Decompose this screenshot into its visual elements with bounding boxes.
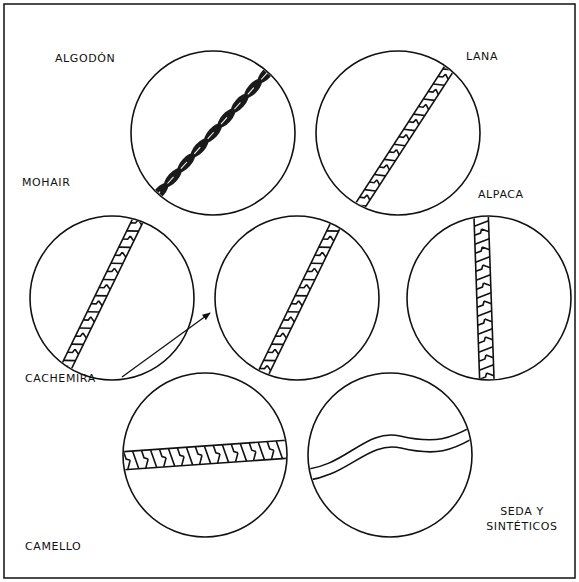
circle-outline bbox=[306, 371, 474, 539]
fiber-circle: LANA bbox=[314, 49, 482, 217]
circle-outline bbox=[215, 216, 379, 380]
cashmere-fiber bbox=[243, 190, 356, 407]
silk-fiber bbox=[300, 422, 480, 481]
outer-frame bbox=[4, 4, 575, 578]
fiber-label: CACHEMIRA bbox=[25, 372, 96, 387]
circle-outline bbox=[129, 49, 297, 217]
fiber-label: CAMELLO bbox=[25, 540, 81, 555]
fiber-circle: CACHEMIRA bbox=[213, 214, 381, 382]
camel-fiber bbox=[87, 438, 324, 472]
fiber-label: MOHAIR bbox=[22, 176, 70, 191]
circle-outline bbox=[314, 49, 482, 217]
circle-outline bbox=[28, 214, 196, 382]
circle-outline bbox=[131, 51, 295, 215]
circle-outline bbox=[405, 214, 573, 382]
fiber-circle: ALPACA bbox=[405, 214, 573, 382]
circle-outline bbox=[213, 214, 381, 382]
fiber-label: ALGODÓN bbox=[55, 52, 115, 67]
circle-outline bbox=[316, 51, 480, 215]
leader-line bbox=[122, 313, 210, 377]
circle-outline bbox=[308, 373, 472, 537]
circle-outline bbox=[123, 373, 287, 537]
circle-outline bbox=[121, 371, 289, 539]
circle-outline bbox=[30, 216, 194, 380]
fiber-circle: SEDA Y SINTÉTICOS bbox=[306, 371, 474, 539]
fiber-label: ALPACA bbox=[478, 188, 524, 203]
circle-outline bbox=[407, 216, 571, 380]
fiber-circle: CAMELLO bbox=[121, 371, 289, 539]
fiber-label: LANA bbox=[466, 50, 498, 65]
fiber-label: SEDA Y SINTÉTICOS bbox=[480, 505, 564, 535]
fiber-circle: ALGODÓN bbox=[129, 49, 297, 217]
fiber-circle: MOHAIR bbox=[28, 214, 196, 382]
